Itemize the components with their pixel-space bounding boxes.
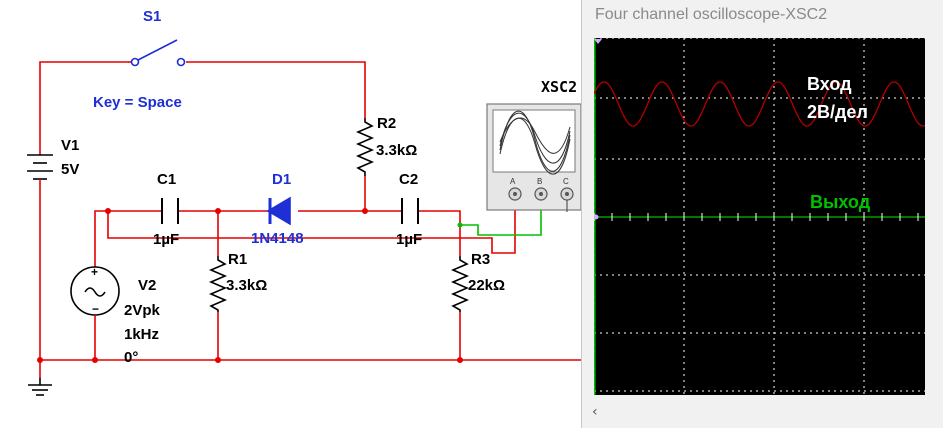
green-junction [457, 222, 463, 228]
channel-c-label: C [563, 177, 569, 186]
r1-value-label: 3.3kΩ [226, 277, 268, 294]
v2-name-label: V2 [138, 277, 157, 294]
v2-amplitude-label: 2Vpk [124, 302, 160, 319]
ac-source-v2[interactable] [70, 265, 120, 318]
s1-label: S1 [143, 8, 162, 25]
ground-icon [28, 378, 52, 396]
scroll-left-icon[interactable]: ‹ [592, 404, 598, 420]
xsc-name-label: XSC2 [541, 78, 578, 96]
horizontal-scrollbar[interactable]: ‹ [590, 402, 936, 424]
c2-value-label: 1µF [396, 231, 423, 248]
scope-graticule [594, 38, 925, 395]
c1-value-label: 1µF [153, 231, 180, 248]
v2-phase-label: 0° [124, 349, 139, 366]
resistor-r2[interactable] [355, 118, 375, 176]
scope-trace-input [594, 81, 925, 127]
scope-tick-marks [594, 213, 919, 221]
switch-s1[interactable] [128, 39, 186, 67]
r3-name-label: R3 [471, 251, 491, 268]
trigger-marker-icon [594, 39, 602, 44]
input-trace-label: Вход [807, 74, 852, 94]
resistor-r3[interactable] [450, 256, 470, 312]
capacitor-c2[interactable] [401, 198, 419, 224]
oscilloscope-window[interactable]: Four channel oscilloscope-XSC2 Вход 2В/д… [581, 0, 943, 428]
oscilloscope-xsc2-icon[interactable] [486, 103, 582, 212]
oscilloscope-window-title: Four channel oscilloscope-XSC2 [595, 6, 828, 23]
channel-b-label: B [537, 177, 542, 186]
channel-a-label: A [510, 177, 516, 186]
v2-minus-sign: − [92, 302, 99, 316]
s1-key-label: Key = Space [93, 94, 182, 111]
c1-name-label: C1 [157, 171, 177, 188]
v1-name-label: V1 [61, 137, 80, 154]
channel-marker-icon [594, 214, 599, 220]
junction-dots [37, 208, 463, 363]
c2-name-label: C2 [399, 171, 419, 188]
r2-name-label: R2 [377, 115, 397, 132]
circuit-wires [39, 61, 581, 378]
resistor-r1[interactable] [208, 256, 228, 312]
d1-name-label: D1 [272, 171, 292, 188]
r1-name-label: R1 [228, 251, 248, 268]
v2-plus-sign: + [91, 265, 98, 279]
battery-v1[interactable] [27, 138, 53, 188]
r2-value-label: 3.3kΩ [376, 142, 418, 159]
d1-model-label: 1N4148 [251, 230, 304, 247]
green-wire [460, 200, 542, 236]
v1-value-label: 5V [61, 161, 80, 178]
diode-d1[interactable] [266, 196, 291, 226]
r3-value-label: 22kΩ [468, 277, 506, 294]
oscilloscope-screen[interactable]: Вход 2В/дел Выход [594, 38, 925, 395]
input-scale-label: 2В/дел [807, 102, 868, 122]
v2-frequency-label: 1kHz [124, 326, 160, 343]
output-trace-label: Выход [810, 192, 871, 212]
capacitor-c1[interactable] [161, 198, 179, 224]
